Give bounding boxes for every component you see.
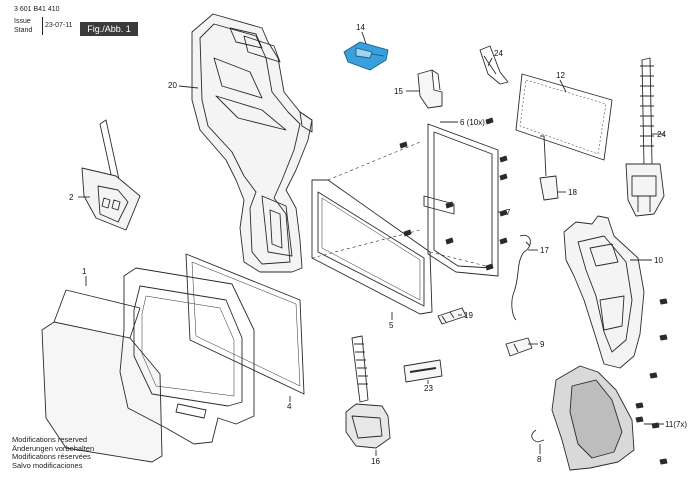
leader-24-small bbox=[487, 57, 493, 67]
label-18: 18 bbox=[568, 188, 577, 197]
label-19: 19 bbox=[464, 311, 473, 320]
part-15-bracket bbox=[417, 69, 443, 109]
label-16: 16 bbox=[371, 457, 380, 466]
modifications-line-de: Änderungen vorbehalten bbox=[12, 443, 95, 453]
part-19-connector bbox=[437, 307, 467, 325]
modifications-notice: Modifications reserved Änderungen vorbeh… bbox=[12, 435, 95, 470]
modifications-line-en: Modifications reserved bbox=[12, 435, 88, 444]
part-17-cable bbox=[511, 234, 531, 321]
part-1-front-panel bbox=[41, 289, 163, 463]
leader-14 bbox=[361, 31, 367, 45]
label-1: 1 bbox=[82, 267, 87, 276]
doc-number: 3 601 B41 410 bbox=[14, 6, 60, 13]
part-23-ribbon bbox=[403, 359, 443, 383]
modifications-line-es: Salvo modificaciones bbox=[12, 460, 83, 470]
part-8-clip bbox=[531, 429, 545, 443]
part-24-label-strip bbox=[479, 45, 509, 85]
label-14: 14 bbox=[356, 23, 365, 32]
part-5-display-frame bbox=[311, 179, 433, 315]
part-24-probe bbox=[625, 57, 665, 217]
part-10-side-housing bbox=[563, 215, 645, 369]
modifications-line-fr: Modifications réservées bbox=[12, 452, 91, 462]
leader-20 bbox=[178, 85, 199, 89]
label-24-probe: 24 bbox=[657, 130, 666, 139]
part-14-clip bbox=[343, 41, 389, 71]
part-numbers: 14 24 12 15 20 6 (10x) 24 18 2 7 17 10 1… bbox=[69, 23, 687, 466]
part-grip-shell bbox=[551, 365, 635, 471]
stand-label: Stand bbox=[14, 27, 33, 34]
assembly-lines-5 bbox=[311, 141, 487, 267]
label-24-small: 24 bbox=[494, 49, 503, 58]
label-2: 2 bbox=[69, 193, 74, 202]
label-17: 17 bbox=[540, 246, 549, 255]
label-4: 4 bbox=[287, 402, 292, 411]
part-front-frame bbox=[119, 267, 255, 445]
label-7: 7 bbox=[506, 208, 511, 217]
label-9: 9 bbox=[540, 340, 545, 349]
label-8: 8 bbox=[537, 455, 542, 464]
issue-label: Issue bbox=[14, 18, 31, 25]
part-9-bracket bbox=[505, 337, 533, 357]
leader-12 bbox=[559, 79, 567, 93]
label-10: 10 bbox=[654, 256, 663, 265]
part-20-rear-housing bbox=[191, 13, 313, 273]
label-11: 11(7x) bbox=[665, 420, 687, 429]
label-15: 15 bbox=[394, 87, 403, 96]
header-divider bbox=[42, 17, 43, 35]
label-20: 20 bbox=[168, 81, 177, 90]
part-6-screws bbox=[399, 117, 508, 271]
part-2-adapter bbox=[81, 119, 141, 231]
part-7-frame bbox=[423, 123, 499, 277]
label-6: 6 (10x) bbox=[460, 118, 485, 127]
part-11-screws bbox=[635, 298, 668, 465]
label-23: 23 bbox=[424, 384, 433, 393]
label-12: 12 bbox=[556, 71, 565, 80]
part-16-board bbox=[345, 335, 391, 449]
label-5: 5 bbox=[389, 321, 394, 330]
figure-label: Fig./Abb. 1 bbox=[80, 22, 138, 36]
issue-date: 23-07-11 bbox=[45, 22, 73, 29]
part-18-plug bbox=[539, 135, 559, 201]
part-4-display-glass bbox=[185, 253, 305, 395]
part-12-panel bbox=[515, 73, 613, 161]
